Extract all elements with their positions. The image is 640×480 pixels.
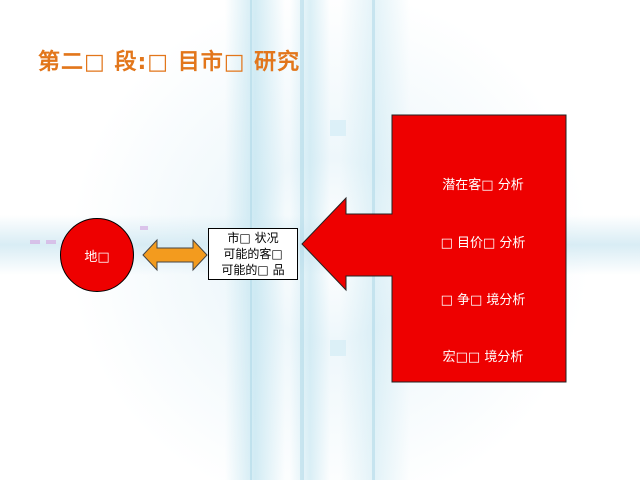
potential-customer-line: 可能的客□ bbox=[223, 247, 283, 261]
location-circle: 地□ bbox=[60, 218, 134, 292]
market-status-box: 市□ 状况 可能的客□ 可能的□ 品 bbox=[208, 228, 298, 280]
analysis-item: □ 目价□ 分析 bbox=[440, 236, 526, 251]
potential-product-line: 可能的□ 品 bbox=[221, 263, 285, 277]
market-status-line: 市□ 状况 bbox=[227, 231, 279, 245]
location-circle-label: 地□ bbox=[84, 249, 110, 265]
analysis-list: 潜在客□ 分析 □ 目价□ 分析 □ 争□ 境分析 宏□□ 境分析 bbox=[400, 114, 566, 382]
analysis-item: 潜在客□ 分析 bbox=[442, 178, 524, 193]
analysis-callout-arrow bbox=[301, 114, 567, 383]
double-arrow-icon bbox=[142, 238, 208, 272]
slide-title: 第二□ 段:□ 目市□ 研究 bbox=[38, 50, 301, 75]
analysis-item: 宏□□ 境分析 bbox=[442, 350, 524, 365]
analysis-item: □ 争□ 境分析 bbox=[440, 293, 526, 308]
